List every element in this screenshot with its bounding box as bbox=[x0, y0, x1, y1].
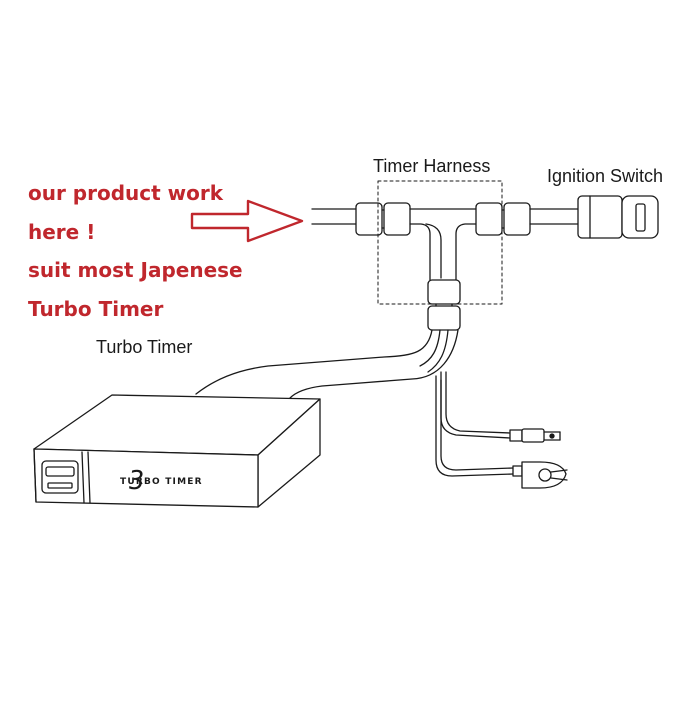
timer-harness-box bbox=[377, 180, 503, 305]
harness-t-junction bbox=[409, 208, 477, 281]
ignition-key-icon bbox=[577, 195, 659, 239]
callout-line-4: Turbo Timer bbox=[28, 296, 164, 321]
ignition-switch-label: Ignition Switch bbox=[547, 166, 664, 186]
harness-connector-left bbox=[355, 202, 411, 236]
harness-connector-right bbox=[475, 202, 531, 236]
ignition-cable bbox=[529, 208, 579, 225]
timer-harness-label: Timer Harness bbox=[373, 156, 491, 176]
display-digit: 3 bbox=[126, 466, 146, 496]
callout-line-3: suit most Japenese bbox=[28, 258, 243, 282]
ring-terminal-icon bbox=[435, 375, 568, 489]
harness-connector-vertical bbox=[427, 279, 461, 331]
spade-terminal-icon bbox=[440, 371, 561, 443]
callout-line-2: here ! bbox=[28, 219, 96, 244]
device-face-text: TURBO TIMER bbox=[120, 477, 203, 487]
product-side-cable bbox=[311, 208, 357, 225]
arrow-right-icon bbox=[190, 199, 304, 243]
callout-line-1: our product work bbox=[28, 181, 224, 205]
product-callout: our product work here ! suit most Japene… bbox=[28, 174, 278, 328]
turbo-timer-device bbox=[33, 394, 321, 508]
turbo-timer-label: Turbo Timer bbox=[96, 337, 193, 357]
turbo-timer-cable bbox=[195, 329, 459, 399]
